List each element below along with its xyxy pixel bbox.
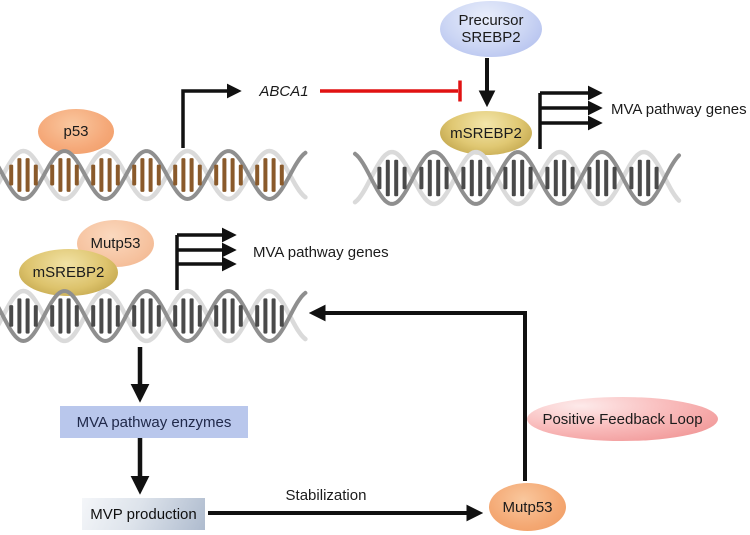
node-precursor-srebp2: Precursor SREBP2 [440, 1, 542, 57]
label-mva-pathway-genes-top: MVA pathway genes [611, 101, 747, 118]
arrow-positive-feedback [308, 304, 527, 481]
node-mva-pathway-enzymes: MVA pathway enzymes [60, 406, 248, 438]
node-positive-feedback-loop: Positive Feedback Loop [527, 397, 718, 441]
node-mutp53-bottom: Mutp53 [489, 483, 566, 531]
label-mva-pathway-genes-mid: MVA pathway genes [253, 244, 389, 261]
arrow-dna-to-abca1 [181, 83, 242, 148]
node-msrebp2-mid: mSREBP2 [19, 249, 118, 296]
precursor-srebp2-label-line2: SREBP2 [461, 29, 521, 46]
dna-helix-right [352, 149, 682, 207]
inhibition-bar-abca1-to-msrebp2 [320, 80, 462, 102]
dna-helix-top-left [0, 148, 308, 202]
label-abca1-gene: ABCA1 [259, 83, 309, 100]
node-p53: p53 [38, 109, 114, 154]
label-stabilization: Stabilization [285, 487, 367, 504]
node-msrebp2-top: mSREBP2 [440, 111, 532, 155]
node-mvp-production: MVP production [82, 498, 205, 530]
transcription-arrows-top [538, 85, 603, 149]
dna-helix-mid-left [0, 288, 308, 344]
precursor-srebp2-label-line1: Precursor [458, 12, 524, 29]
transcription-arrows-mid [175, 227, 237, 290]
